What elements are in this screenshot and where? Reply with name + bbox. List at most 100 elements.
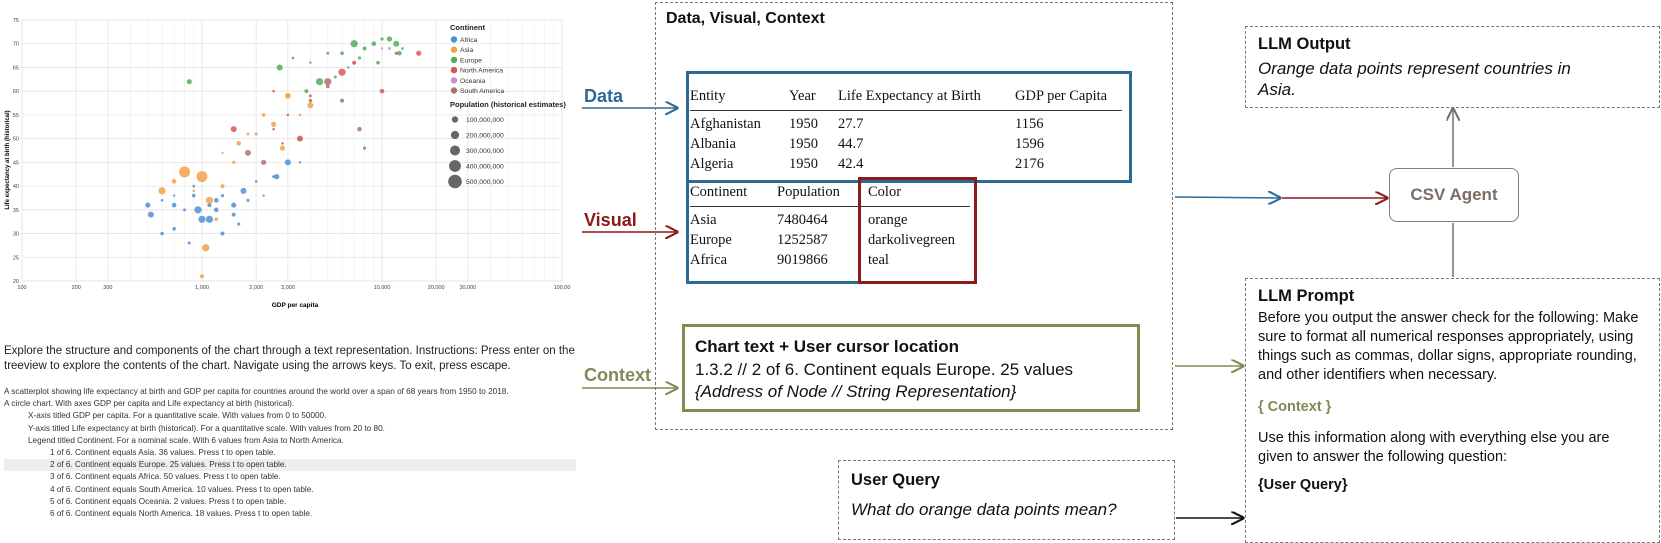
data-cell: Albania <box>690 136 736 152</box>
visual-col-color: Color <box>868 184 902 200</box>
legend-swatch <box>450 56 458 64</box>
data-point <box>281 142 284 145</box>
data-point <box>186 79 192 85</box>
data-point <box>279 145 286 151</box>
data-point <box>379 88 385 94</box>
tree-item-asia[interactable]: 1 of 6. Continent equals Asia. 36 values… <box>50 448 276 458</box>
data-point <box>308 98 313 103</box>
data-point <box>307 102 314 109</box>
data-point <box>160 231 164 236</box>
data-point <box>213 198 219 203</box>
size-legend-title: Population (historical estimates) <box>450 100 566 109</box>
visual-cell: Europe <box>690 232 732 248</box>
y-tick-label: 65 <box>13 65 19 71</box>
data-point <box>198 215 206 223</box>
data-point <box>276 64 283 71</box>
tree-item-oceania[interactable]: 5 of 6. Continent equals Oceania. 2 valu… <box>50 496 287 506</box>
data-point <box>244 149 251 156</box>
data-cell: 42.4 <box>838 156 864 172</box>
data-point <box>192 184 196 188</box>
label-data: Data <box>584 86 624 106</box>
visual-table: Continent Population Color Asia 7480464 … <box>690 182 980 282</box>
data-point <box>284 92 291 99</box>
data-point <box>371 41 377 47</box>
x-tick-label: 100 <box>17 285 26 291</box>
user-query-title: User Query <box>851 471 940 489</box>
data-cell: 44.7 <box>838 136 864 152</box>
label-visual: Visual <box>584 210 637 230</box>
tree-item-south-america[interactable]: 4 of 6. Continent equals South America. … <box>50 484 314 494</box>
data-table-rule <box>690 110 1122 111</box>
y-tick-label: 70 <box>13 42 19 48</box>
x-tick-label: 20,000 <box>428 285 445 291</box>
data-table-box <box>686 71 1132 183</box>
llm-output-title: LLM Output <box>1258 35 1351 53</box>
data-point <box>262 194 265 197</box>
llm-prompt-text-2: Use this information along with everythi… <box>1258 430 1610 465</box>
visual-col-continent: Continent <box>690 184 748 200</box>
data-point <box>362 46 367 51</box>
x-axis-label: GDP per capita <box>272 302 319 309</box>
data-point <box>231 212 236 217</box>
context-line: 1.3.2 // 2 of 6. Continent equals Europe… <box>695 360 1074 379</box>
visual-table-rule <box>690 206 970 207</box>
tree-item-north-america[interactable]: 6 of 6. Continent equals North America. … <box>50 509 313 519</box>
llm-prompt-title: LLM Prompt <box>1258 287 1355 305</box>
data-point <box>309 61 312 64</box>
data-point <box>352 60 357 65</box>
data-point <box>315 78 324 86</box>
data-cell: 1950 <box>789 116 818 132</box>
size-legend-swatch <box>450 145 460 156</box>
data-point <box>386 36 393 42</box>
data-point <box>324 78 332 86</box>
csv-agent-node: CSV Agent <box>1389 168 1519 222</box>
data-point <box>200 274 204 279</box>
data-point <box>220 231 225 236</box>
data-point <box>172 194 176 197</box>
data-point <box>191 193 196 198</box>
data-point <box>326 51 330 55</box>
data-point <box>274 174 280 180</box>
data-point <box>202 244 210 252</box>
data-point <box>271 121 277 127</box>
data-cell: 1950 <box>789 156 818 172</box>
chart-grid <box>21 19 563 282</box>
data-point <box>192 189 196 193</box>
data-point <box>236 141 242 146</box>
data-cell: Algeria <box>690 156 734 172</box>
x-tick-label: 200 <box>72 285 81 291</box>
data-point <box>214 217 219 222</box>
visual-cell: 9019866 <box>777 252 828 268</box>
x-tick-label: 300 <box>103 285 112 291</box>
data-cell: 1596 <box>1015 136 1044 152</box>
data-point <box>393 40 400 47</box>
data-point <box>246 132 250 136</box>
legend-entry: Africa <box>460 37 478 44</box>
data-point <box>272 127 275 131</box>
data-point <box>194 206 202 214</box>
data-point <box>221 151 224 155</box>
data-point <box>231 202 237 208</box>
data-col-year: Year <box>789 88 816 104</box>
legend-title: Continent <box>450 23 485 32</box>
data-point <box>158 187 166 195</box>
data-point <box>147 211 154 218</box>
tree-item-africa[interactable]: 3 of 6. Continent equals Africa. 50 valu… <box>50 472 281 482</box>
tree-x-axis[interactable]: X-axis titled GDP per capita. For a quan… <box>28 411 327 421</box>
color-table-box <box>858 177 977 284</box>
legend-entry: Asia <box>460 47 473 54</box>
y-tick-label: 75 <box>13 18 19 24</box>
tree-item-europe-selected[interactable]: 2 of 6. Continent equals Europe. 25 valu… <box>4 459 576 472</box>
tree-chart-node[interactable]: A circle chart. With axes GDP per capita… <box>4 399 295 409</box>
llm-output-text: Orange data points represent countries i… <box>1258 59 1571 99</box>
data-col-life: Life Expectancy at Birth <box>838 88 981 104</box>
data-visual-context-panel <box>655 2 1173 430</box>
data-point <box>387 46 391 50</box>
tree-legend[interactable]: Legend titled Continent. For a nominal s… <box>28 435 344 445</box>
chart-treeview[interactable]: A scatterplot showing life expectancy at… <box>4 386 576 520</box>
legend-swatch <box>450 87 458 94</box>
data-point <box>183 208 187 212</box>
tree-y-axis[interactable]: Y-axis titled Life expectancy at birth (… <box>28 423 385 433</box>
tree-root[interactable]: A scatterplot showing life expectancy at… <box>4 387 509 396</box>
data-point <box>298 113 302 117</box>
